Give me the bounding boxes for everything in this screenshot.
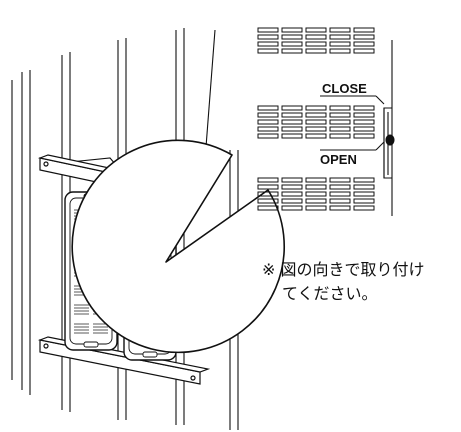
vent-slot [281,191,303,197]
vent-slot [281,112,303,118]
vent-slot [329,198,351,204]
note-line-1: ※ 図の向きで取り付け [262,260,425,279]
vent-slot [257,133,279,139]
vent-slot [257,48,279,54]
vent-slot [329,112,351,118]
vent-slot [257,105,279,111]
vent-slot [281,177,303,183]
vent-slot [353,198,375,204]
vent-slot [281,34,303,40]
vent-slot [257,119,279,125]
vent-slot [281,41,303,47]
vent-slot [281,133,303,139]
vent-slot [353,205,375,211]
vent-slot [353,105,375,111]
vent-slot [329,184,351,190]
vent-slot [257,177,279,183]
vent-slot [305,27,327,33]
vent-slot [257,198,279,204]
vent-slot [305,119,327,125]
vent-slot [305,41,327,47]
vent-slot [353,126,375,132]
vent-slot [257,34,279,40]
vent-slot [281,105,303,111]
callout-bubble [71,139,286,354]
vent-slot [281,27,303,33]
vent-slot [353,184,375,190]
vent-slot [329,27,351,33]
vent-slot [353,177,375,183]
vent-slot [305,34,327,40]
vent-slot [353,41,375,47]
vent-slot [329,41,351,47]
vent-slot [281,198,303,204]
vent-slot [353,119,375,125]
vent-slot [353,48,375,54]
vent-slot [257,205,279,211]
installation-note: ※ 図の向きで取り付け てください。 [262,258,457,306]
vent-slot [257,27,279,33]
vent-slot [305,177,327,183]
vent-slot [305,191,327,197]
vent-slot [281,119,303,125]
vent-slot [257,126,279,132]
vent-slot [329,34,351,40]
vent-slot [305,112,327,118]
vent-slot [305,105,327,111]
vent-slot [353,27,375,33]
vent-slot [305,126,327,132]
vent-slot [305,205,327,211]
vent-slot [305,184,327,190]
vent-slot [305,133,327,139]
vent-slot [257,112,279,118]
vent-slot [281,205,303,211]
vent-slot [281,126,303,132]
vent-slot [329,105,351,111]
vent-slot [329,177,351,183]
vent-slot [329,205,351,211]
note-line-2: てください。 [282,284,378,303]
vent-slot [329,48,351,54]
open-label: OPEN [320,152,357,167]
vent-slot [257,191,279,197]
vent-slot [257,184,279,190]
vent-slot [257,41,279,47]
vent-slot [353,133,375,139]
close-label: CLOSE [322,81,367,96]
vent-slot [329,126,351,132]
vent-slot [353,34,375,40]
vent-slot [329,119,351,125]
vent-slot [281,184,303,190]
vent-slot [329,133,351,139]
vent-slot [305,198,327,204]
vent-slot [353,112,375,118]
vent-slot [329,191,351,197]
vent-slot [353,191,375,197]
vent-slot [305,48,327,54]
vent-slot [281,48,303,54]
magnified-detail [257,27,395,216]
